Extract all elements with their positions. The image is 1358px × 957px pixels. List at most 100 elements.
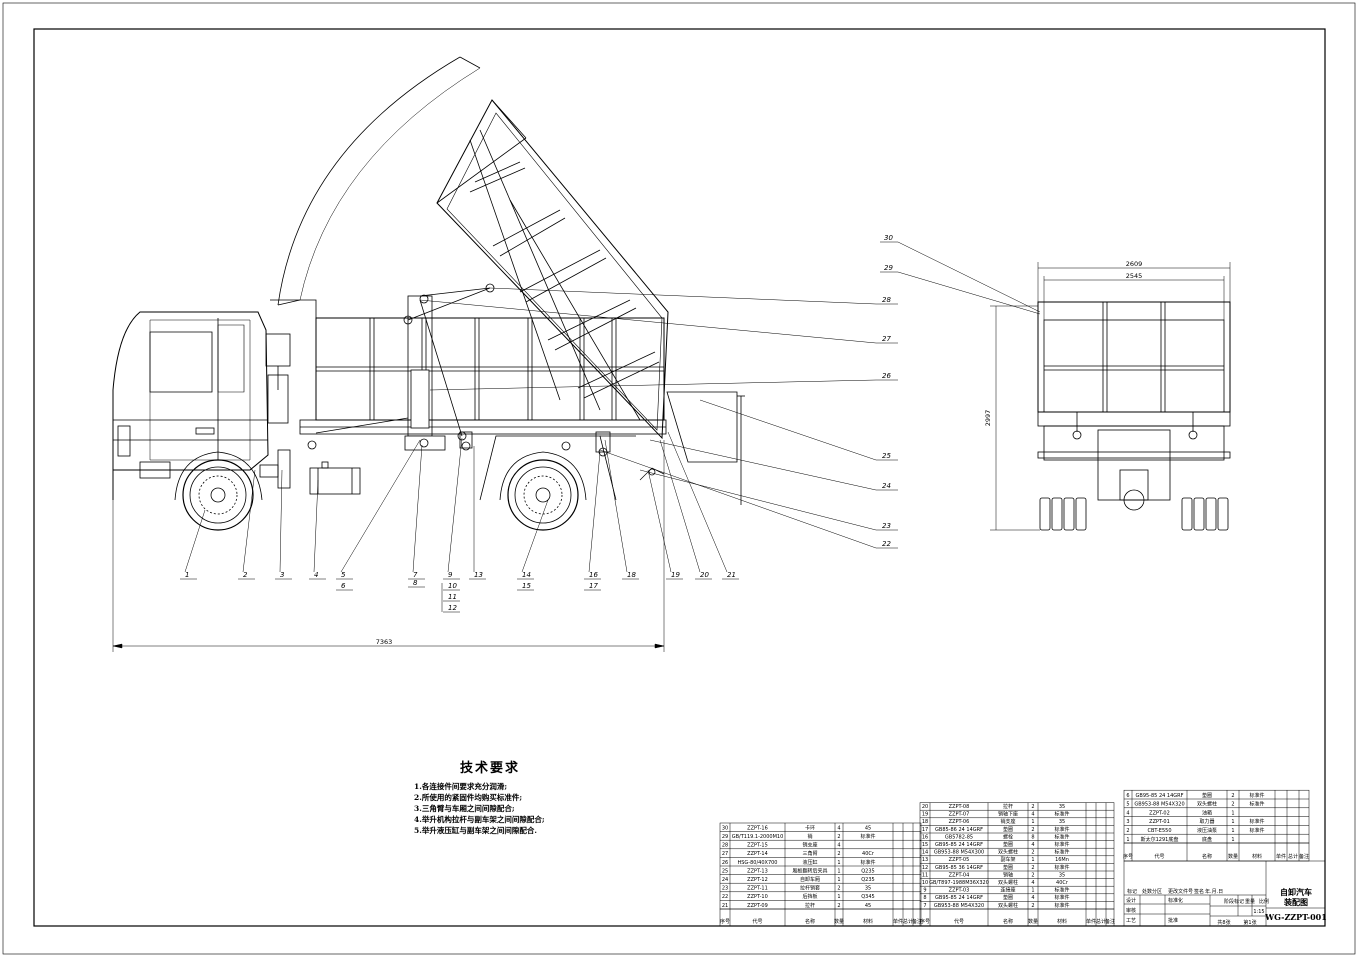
bom-mid-cell: 13 <box>922 857 928 863</box>
bom-mid-header: 名称 <box>1003 918 1013 925</box>
bom-left-cell: 1 <box>837 877 840 883</box>
bom-left-cell: 22 <box>722 894 728 900</box>
bom-mid-cell: ZZPT-07 <box>949 812 970 818</box>
bom-mid-cell: GB95-85 24 14GRF <box>935 842 983 848</box>
bom-left-cell: 23 <box>722 886 728 892</box>
bom-right-cell: 1 <box>1126 837 1129 843</box>
bom-mid-cell: 2 <box>1031 827 1034 833</box>
bom-right-cell: 2 <box>1231 793 1234 799</box>
callout-23: 23 <box>882 522 891 530</box>
callout-2: 2 <box>243 571 248 579</box>
bom-mid-cell: 垫圈 <box>1003 826 1013 833</box>
callout-13: 13 <box>474 571 483 579</box>
title-label: 签名 <box>1194 888 1204 895</box>
title-label: 年.月.日 <box>1205 888 1223 895</box>
bom-mid-cell: 标准件 <box>1054 833 1069 840</box>
bom-mid-cell: ZZPT-06 <box>949 819 970 825</box>
bom-right-header: 数量 <box>1228 853 1238 860</box>
bom-right-cell: 2 <box>1231 802 1234 808</box>
bom-mid-cell: 19 <box>922 812 928 818</box>
bom-mid-cell: ZZPT-04 <box>949 872 970 878</box>
callout-11: 11 <box>448 593 457 601</box>
bom-mid-cell: 销轴下座 <box>998 811 1018 818</box>
bom-mid-cell: 1 <box>1031 857 1034 863</box>
callout-7: 7 <box>413 571 418 579</box>
bom-mid-header: 序号 <box>920 918 930 925</box>
bom-left-cell: 27 <box>722 851 728 857</box>
bom-right-cell: 4 <box>1126 810 1129 816</box>
bom-mid-cell: 11 <box>922 872 928 878</box>
bom-mid-cell: 9 <box>923 888 926 894</box>
bom-left-cell: 2 <box>837 886 840 892</box>
title-name: 装配图 <box>1283 897 1308 907</box>
bom-left-header: 材料 <box>863 918 873 925</box>
bom-mid-cell: 销轴 <box>1003 871 1013 878</box>
bom-mid-header: 备注 <box>1105 918 1115 925</box>
bom-mid-cell: 连接座 <box>1000 887 1015 894</box>
title-label: 分区 <box>1152 888 1162 895</box>
bom-mid-header: 代号 <box>954 918 964 925</box>
title-label: 工艺 <box>1126 918 1136 924</box>
callout-8: 8 <box>413 579 418 587</box>
title-label: 批准 <box>1168 917 1178 924</box>
bom-mid-cell: 14 <box>922 850 928 856</box>
bom-mid-cell: 12 <box>922 865 928 871</box>
side-callout-leaders <box>180 431 739 613</box>
bom-mid-cell: 1 <box>1031 819 1034 825</box>
bom-mid-cell: 35 <box>1059 804 1065 810</box>
front-wheel <box>174 451 263 531</box>
callout-5: 5 <box>341 571 346 579</box>
bom-right-cell: 1 <box>1231 810 1234 816</box>
bom-mid-cell: 17 <box>922 827 928 833</box>
bom-mid-cell: GB953-88 M54X300 <box>934 850 984 856</box>
bom-left-cell: ZZPT-11 <box>747 886 768 892</box>
length-dimension-label: 7363 <box>376 638 393 646</box>
bom-left-cell: 液压缸 <box>802 859 817 866</box>
rear-width-outer-label: 2609 <box>1126 260 1143 268</box>
bom-right-cell: CBT-E550 <box>1147 828 1171 834</box>
bom-mid-cell: 标准件 <box>1054 849 1069 856</box>
bom-left-cell: 25 <box>722 868 728 874</box>
bom-right-cell: 标准件 <box>1249 818 1264 825</box>
bom-mid-cell: ZZPT-05 <box>949 857 970 863</box>
bom-left-cell: ZZPT-14 <box>747 851 768 857</box>
bom-left-cell: GB/T119.1-2000M10 <box>732 834 784 840</box>
bom-mid-cell: 4 <box>1031 812 1034 818</box>
bom-left-header: 单件 <box>893 918 903 925</box>
technical-requirements-list: 1.各连接件间要求充分润滑; 2.所使用的紧固件均购买标准件; 3.三角臂与车厢… <box>414 781 545 836</box>
bom-mid-cell: ZZPT-03 <box>949 888 970 894</box>
callout-6: 6 <box>341 582 346 590</box>
bom-mid-cell: 2 <box>1031 804 1034 810</box>
bom-left-header: 备注 <box>912 918 922 925</box>
drawing-code: WG-ZZPT-001 <box>1264 912 1327 922</box>
callout-12: 12 <box>448 604 457 612</box>
bom-left-cell: Q235 <box>861 868 874 874</box>
bom-right-cell: 1 <box>1231 819 1234 825</box>
title-label: 审核 <box>1126 907 1136 914</box>
callout-17: 17 <box>589 582 598 590</box>
bom-right-cell: 6 <box>1126 793 1129 799</box>
bom-left-cell: ZZPT-10 <box>747 894 768 900</box>
bom-left-cell: ZZPT-09 <box>747 903 768 909</box>
title-label: 处数 <box>1142 888 1152 895</box>
bom-mid-cell: 1 <box>1031 888 1034 894</box>
bom-right-cell: 标准件 <box>1249 792 1264 799</box>
bom-mid-cell: 标准件 <box>1054 811 1069 818</box>
title-label: 阶段标记 <box>1224 898 1244 905</box>
bom-right-cell: 油箱 <box>1202 809 1212 816</box>
callout-21: 21 <box>727 571 736 579</box>
bom-left-cell: 35 <box>865 886 871 892</box>
bom-left-cell: 2 <box>837 834 840 840</box>
bom-right-header: 备注 <box>1299 853 1309 860</box>
bom-right-cell: 斯太尔1291底盘 <box>1141 836 1179 843</box>
rear-width-inner-label: 2545 <box>1126 272 1143 280</box>
bom-mid-cell: GB5782-85 <box>945 834 973 840</box>
rear-wheel <box>499 451 587 531</box>
bom-mid-cell: 双头螺柱 <box>998 902 1018 909</box>
callout-24: 24 <box>882 482 891 490</box>
bom-mid-cell: GB95-85 36 14GRF <box>935 865 983 871</box>
length-dimension <box>112 440 665 652</box>
bom-left-cell: 21 <box>722 903 728 909</box>
bom-mid-cell: 2 <box>1031 903 1034 909</box>
